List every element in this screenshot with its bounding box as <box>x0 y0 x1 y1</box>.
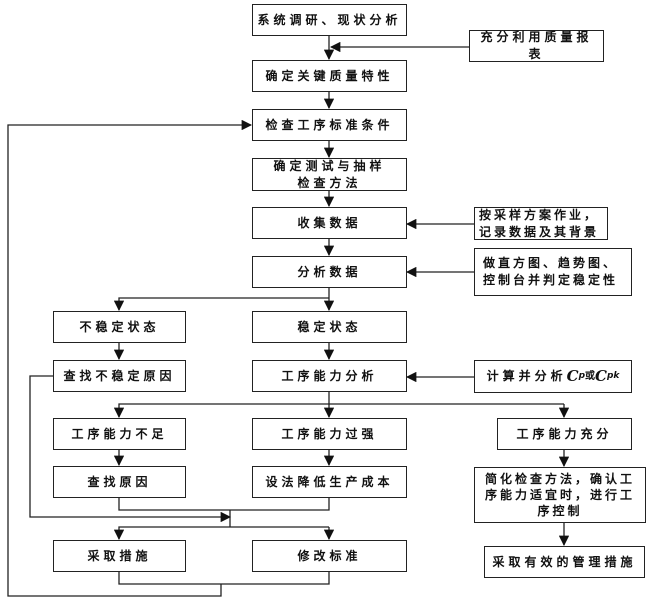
arrow-unstable-cause-merge <box>29 375 232 523</box>
step-find-cause: 查找原因 <box>53 466 186 498</box>
step-key-characteristics-label: 确定关键质量特性 <box>265 68 394 83</box>
step-reduce-cost: 设法降低生产成本 <box>252 466 407 498</box>
or-label: 或 <box>585 371 596 382</box>
step-collect-data-label: 收集数据 <box>297 215 362 230</box>
capability-insufficient: 工序能力不足 <box>53 418 186 450</box>
step-find-cause-label: 查找原因 <box>87 474 152 489</box>
side-calc-cp-prefix: 计算并分析 <box>486 369 567 383</box>
step-analyze-data-label: 分析数据 <box>297 264 362 279</box>
step-simplify-line2: 序能力适宜时，进行工 <box>484 488 635 502</box>
capability-excessive-label: 工序能力过强 <box>281 426 378 441</box>
step-collect-data: 收集数据 <box>252 207 407 239</box>
capability-insufficient-label: 工序能力不足 <box>71 426 168 441</box>
step-take-measures: 采取措施 <box>53 540 186 572</box>
step-capability-analysis-label: 工序能力分析 <box>281 368 378 383</box>
merge-bottom <box>118 498 330 511</box>
capability-adequate: 工序能力充分 <box>497 418 632 450</box>
state-unstable-label: 不稳定状态 <box>79 319 160 334</box>
step-find-unstable-cause-label: 查找不稳定原因 <box>63 368 176 383</box>
side-charts: 做直方图、趋势图、 控制台并判定稳定性 <box>474 248 632 296</box>
cp-symbol: C <box>566 367 579 385</box>
capability-adequate-label: 工序能力充分 <box>516 426 613 441</box>
step-key-characteristics: 确定关键质量特性 <box>252 60 407 92</box>
side-sampling-plan: 按采样方案作业， 记录数据及其背景 <box>474 207 608 240</box>
state-stable-label: 稳定状态 <box>297 319 362 334</box>
step-effective-management-label: 采取有效的管理措施 <box>492 554 637 569</box>
cpk-symbol: C <box>595 367 607 385</box>
step-simplify-line1: 简化检查方法，确认工 <box>484 472 635 486</box>
state-unstable: 不稳定状态 <box>53 311 186 343</box>
step-survey-label: 系统调研、现状分析 <box>257 12 402 27</box>
capability-excessive: 工序能力过强 <box>252 418 407 450</box>
side-sampling-plan-line1: 按采样方案作业， <box>479 207 600 222</box>
cpk-subscript: pk <box>606 371 620 381</box>
step-find-unstable-cause: 查找不稳定原因 <box>53 360 186 392</box>
step-revise-standards: 修改标准 <box>252 540 407 572</box>
side-sampling-plan-line2: 记录数据及其背景 <box>479 224 600 239</box>
merge-outcomes <box>118 572 330 585</box>
arrow-feedback-loop <box>7 119 253 597</box>
arrow-to-take-measures <box>113 526 329 541</box>
step-revise-standards-label: 修改标准 <box>297 548 362 563</box>
step-test-method-line1: 确定测试与抽样 <box>273 158 386 173</box>
step-capability-analysis: 工序能力分析 <box>252 360 407 392</box>
step-take-measures-label: 采取措施 <box>87 548 152 563</box>
step-test-method: 确定测试与抽样 检查方法 <box>252 158 407 191</box>
arrow-to-insufficient <box>113 403 564 419</box>
side-charts-line1: 做直方图、趋势图、 <box>483 256 619 270</box>
arrow-to-unstable <box>113 297 329 312</box>
step-simplify-inspection: 简化检查方法，确认工 序能力适宜时，进行工 序控制 <box>474 467 646 523</box>
step-reduce-cost-label: 设法降低生产成本 <box>265 474 394 489</box>
step-effective-management: 采取有效的管理措施 <box>484 546 645 578</box>
step-survey: 系统调研、现状分析 <box>252 4 407 36</box>
step-check-standards: 检查工序标准条件 <box>252 109 407 141</box>
side-use-reports-label: 充分利用质量报表 <box>480 30 593 61</box>
side-use-reports: 充分利用质量报表 <box>469 30 604 62</box>
state-stable: 稳定状态 <box>252 311 407 343</box>
step-analyze-data: 分析数据 <box>252 256 407 288</box>
step-test-method-line2: 检查方法 <box>297 175 362 190</box>
step-check-standards-label: 检查工序标准条件 <box>265 117 394 132</box>
step-simplify-line3: 序控制 <box>537 504 583 518</box>
cp-subscript: p <box>578 371 586 381</box>
side-charts-line2: 控制台并判定稳定性 <box>483 273 619 287</box>
